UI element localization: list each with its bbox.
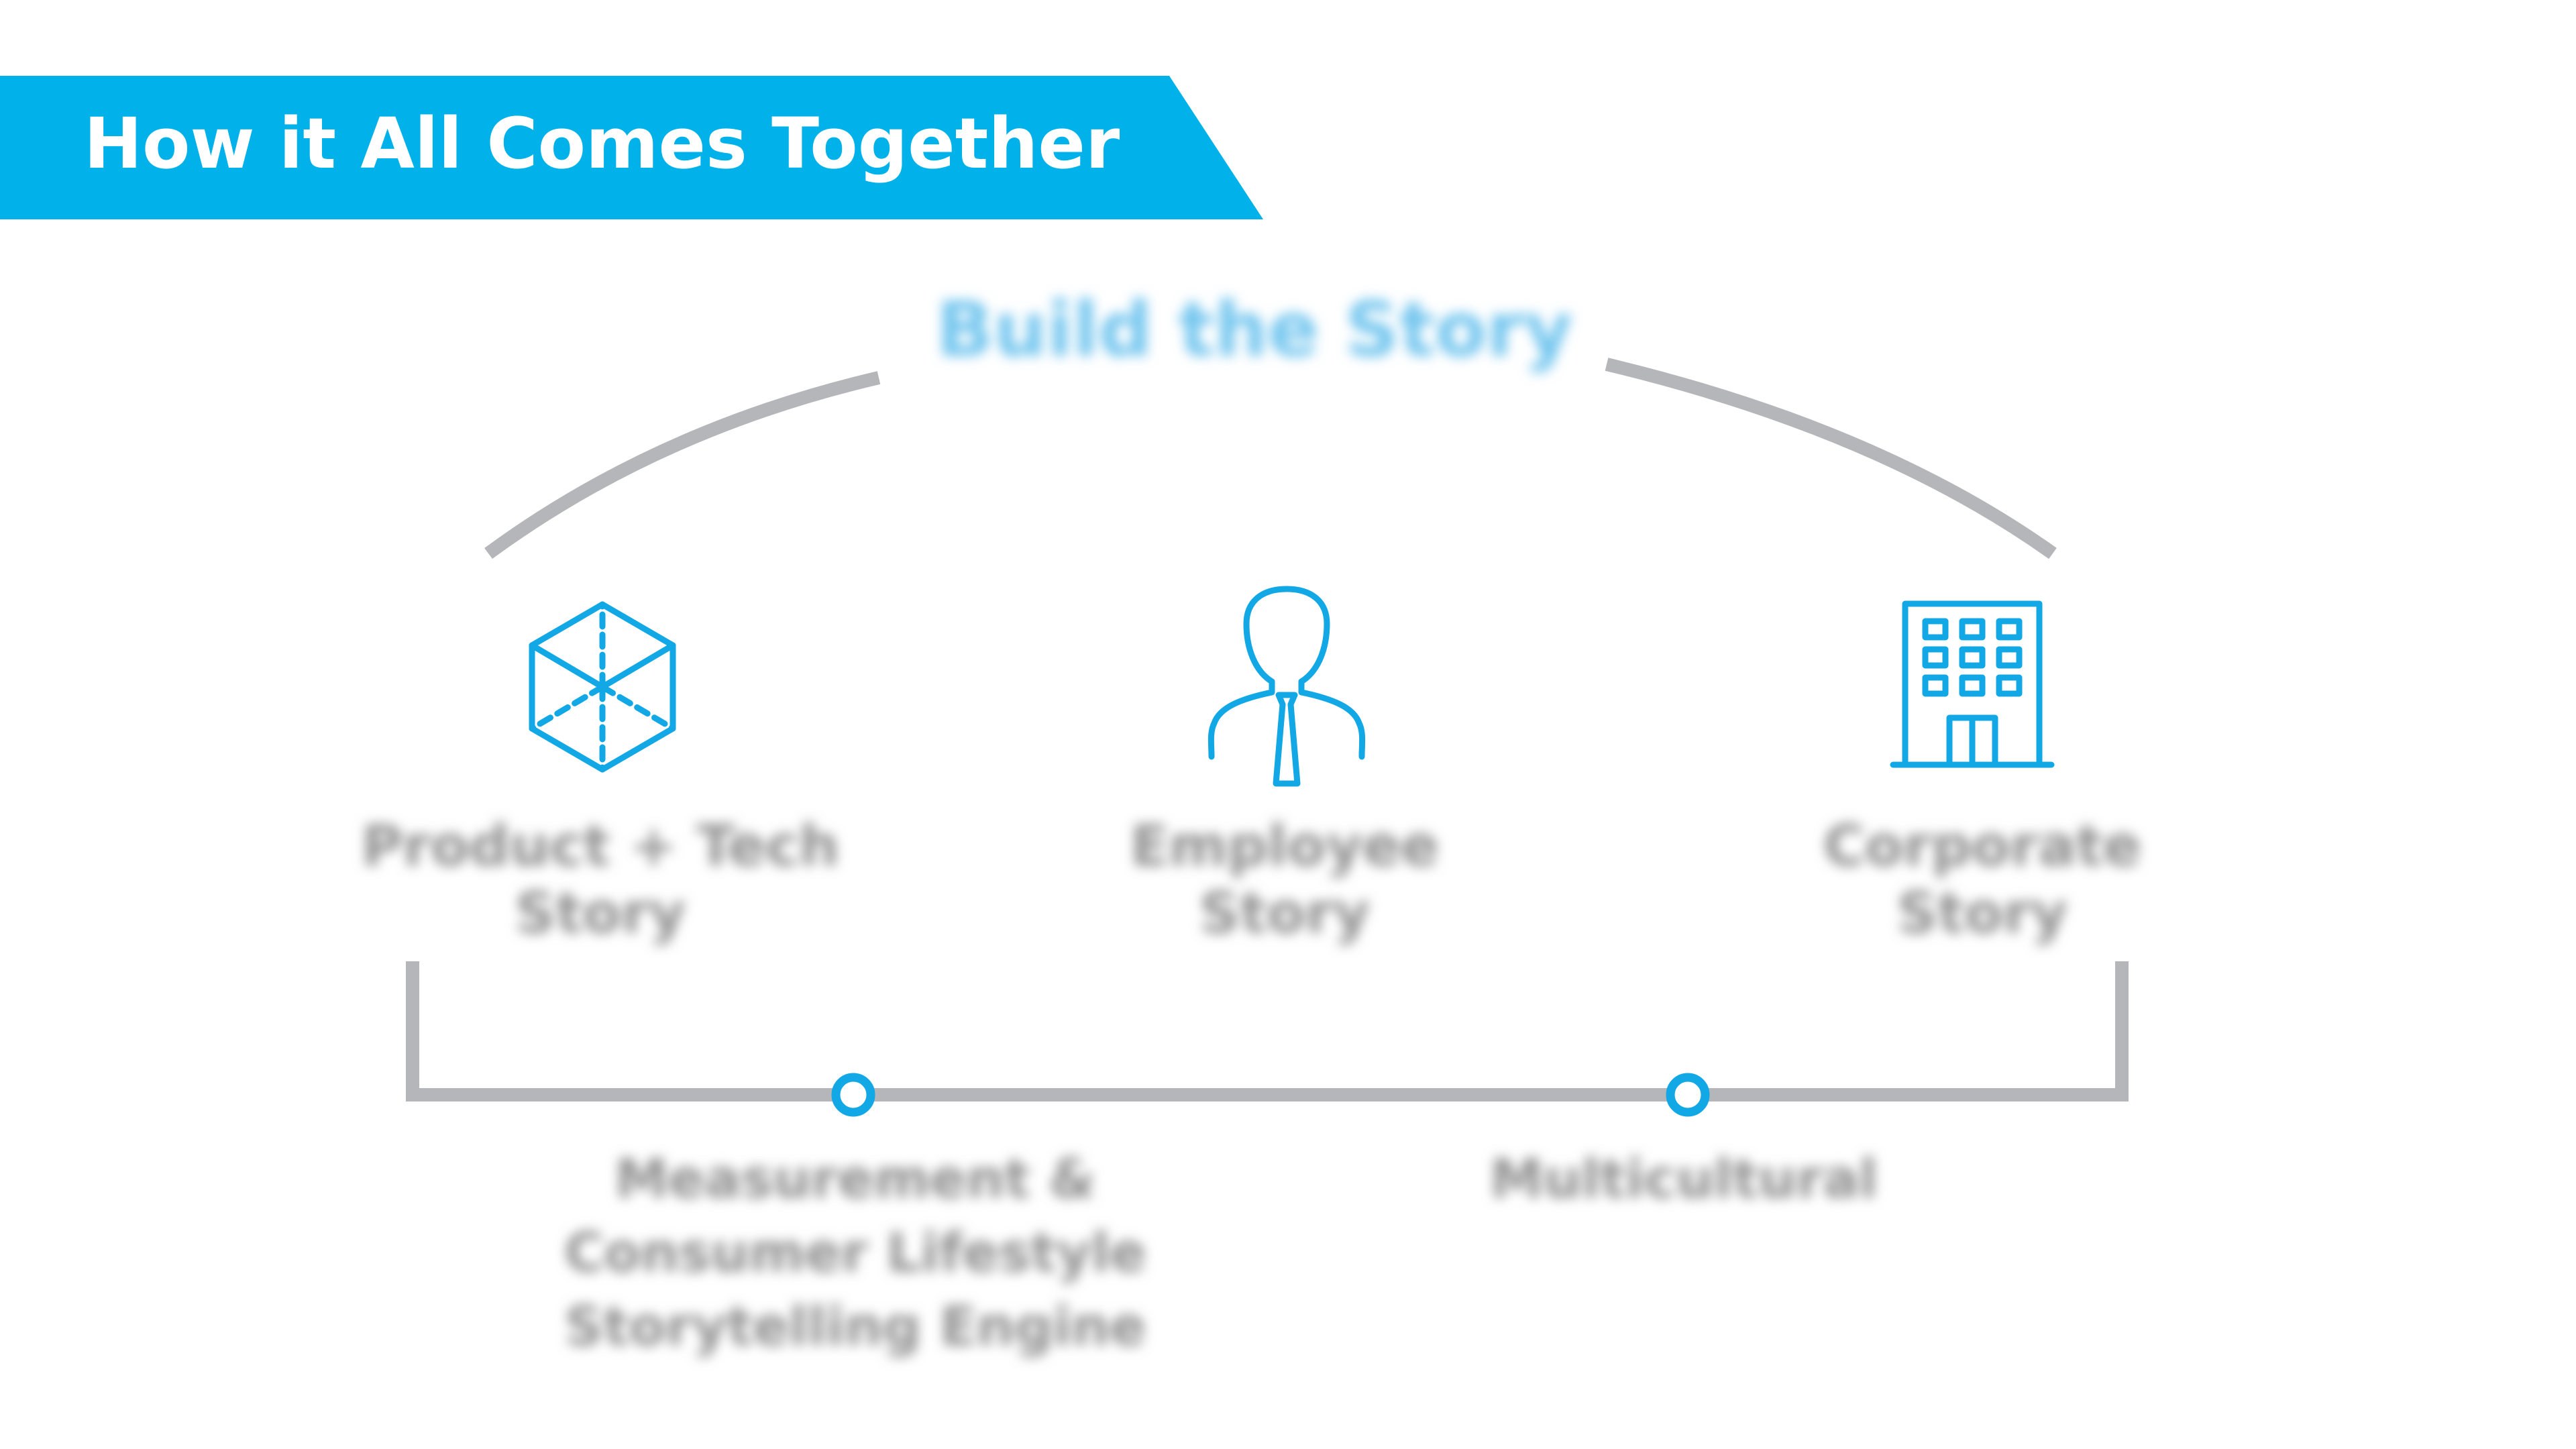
node-label-corporate: Corporate Story <box>1823 813 2141 946</box>
svg-text:Storytelling Engine: Storytelling Engine <box>565 1295 1146 1358</box>
svg-text:Consumer Lifestyle: Consumer Lifestyle <box>564 1222 1146 1284</box>
page-title: How it All Comes Together <box>84 103 1120 184</box>
svg-text:Measurement &: Measurement & <box>615 1148 1096 1210</box>
svg-text:Story: Story <box>515 880 686 946</box>
node-label-product-tech: Product + Tech Story <box>362 813 839 946</box>
timeline-dot-measurement <box>831 1073 875 1117</box>
arc-right-segment <box>1605 358 2057 559</box>
svg-text:Multicultural: Multicultural <box>1490 1148 1878 1210</box>
header-banner: How it All Comes Together <box>0 76 1263 219</box>
banner-shape <box>0 76 1263 219</box>
cube-icon <box>529 601 676 773</box>
arc-label: Build the Story <box>936 286 1573 374</box>
svg-text:Corporate: Corporate <box>1823 813 2141 879</box>
svg-text:Product + Tech: Product + Tech <box>362 813 839 879</box>
arc-left-segment <box>484 371 881 559</box>
bracket-connector <box>406 961 2129 1117</box>
bottom-label-measurement: Measurement & Consumer Lifestyle Storyte… <box>564 1148 1146 1358</box>
top-arc: Build the Story <box>484 286 2057 559</box>
bracket-line <box>406 961 2129 1102</box>
employee-icon <box>1208 586 1366 787</box>
bottom-label-multicultural: Multicultural <box>1490 1148 1878 1210</box>
building-icon <box>1890 600 2055 768</box>
node-label-employee: Employee Story <box>1130 813 1439 946</box>
svg-text:Story: Story <box>1199 880 1371 946</box>
svg-text:Employee: Employee <box>1130 813 1439 879</box>
svg-text:Story: Story <box>1897 880 2068 946</box>
timeline-dot-multicultural <box>1666 1073 1710 1117</box>
